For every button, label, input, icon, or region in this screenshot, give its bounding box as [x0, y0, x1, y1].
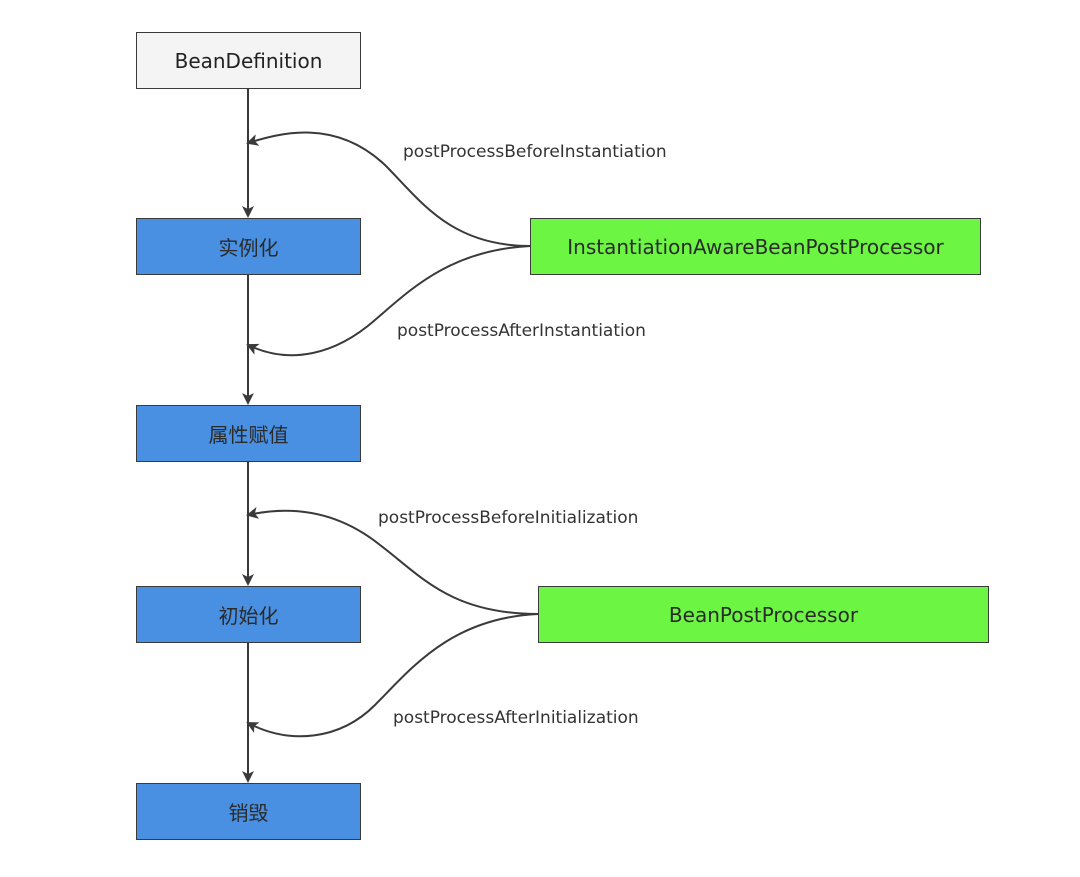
hook-label-before-initialization: postProcessBeforeInitialization — [378, 508, 639, 528]
hook-curve-before-initialization — [246, 507, 539, 615]
initialization-label: 初始化 — [218, 604, 279, 628]
instantiation-node: 实例化 — [136, 218, 361, 275]
populate-node: 属性赋值 — [136, 405, 361, 462]
hook-curve-after-initialization — [246, 613, 539, 738]
instantiation-aware-processor-node: InstantiationAwareBeanPostProcessor — [530, 218, 981, 275]
hook-curve-after-instantiation — [246, 245, 531, 357]
hook-label-before-instantiation: postProcessBeforeInstantiation — [403, 142, 667, 162]
hook-label-after-initialization: postProcessAfterInitialization — [393, 708, 639, 728]
initialization-node: 初始化 — [136, 586, 361, 643]
destruction-node: 销毁 — [136, 783, 361, 840]
destruction-label: 销毁 — [228, 801, 269, 825]
populate-label: 属性赋值 — [208, 423, 289, 447]
instantiation-label: 实例化 — [218, 236, 279, 260]
bean-definition-label: BeanDefinition — [174, 48, 323, 73]
bean-definition-node: BeanDefinition — [136, 32, 361, 89]
bean-post-processor-node: BeanPostProcessor — [538, 586, 989, 643]
hook-label-after-instantiation: postProcessAfterInstantiation — [397, 321, 646, 341]
hook-curve-before-instantiation — [246, 131, 531, 247]
instantiation-aware-processor-label: InstantiationAwareBeanPostProcessor — [567, 234, 944, 259]
bean-post-processor-label: BeanPostProcessor — [668, 602, 859, 627]
